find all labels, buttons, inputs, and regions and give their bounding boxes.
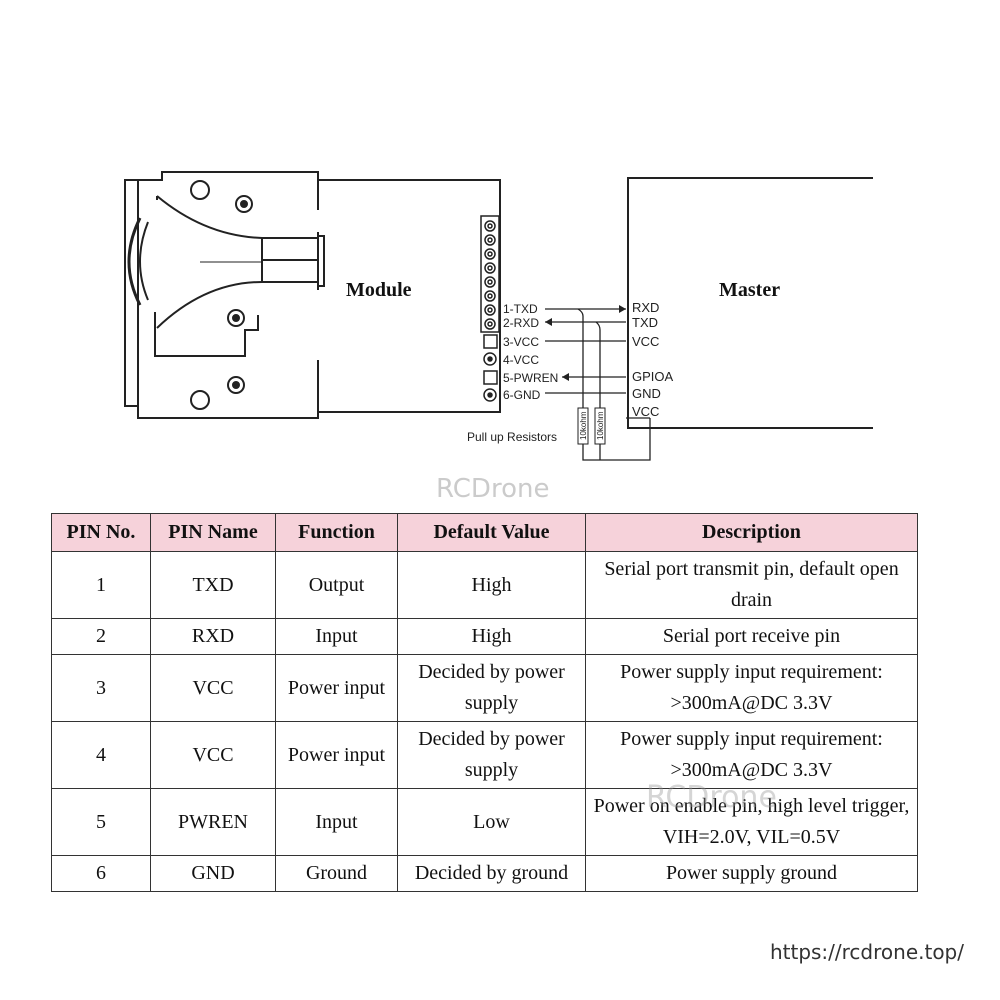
cell-pin-name: VCC <box>150 654 276 722</box>
pin-table-head: PIN No. PIN Name Function Default Value … <box>51 513 918 552</box>
cell-description: Power supply ground <box>585 855 918 892</box>
cell-description: Power supply input requirement: >300mA@D… <box>585 654 918 722</box>
module-pin-3: 3-VCC <box>503 335 539 349</box>
master-pin-txd: TXD <box>632 315 658 330</box>
cell-function: Input <box>275 618 398 655</box>
cell-default-value: Decided by power supply <box>397 721 586 789</box>
cell-pin-no: 5 <box>51 788 151 856</box>
module-pin-6: 6-GND <box>503 388 541 402</box>
pin-pads <box>483 334 498 402</box>
mounting-holes <box>190 180 253 410</box>
header-function: Function <box>275 513 398 552</box>
cell-pin-no: 4 <box>51 721 151 789</box>
footer-url[interactable]: https://rcdrone.top/ <box>769 940 964 964</box>
cell-function: Output <box>275 551 398 619</box>
master-box <box>627 177 873 429</box>
module-label: Module <box>346 279 412 301</box>
master-pin-rxd: RXD <box>632 300 659 315</box>
table-header-row: PIN No. PIN Name Function Default Value … <box>51 513 918 552</box>
master-pin-vcc-2: VCC <box>632 404 659 419</box>
master-pin-labels: RXD TXD VCC GPIOA GND VCC <box>632 300 674 419</box>
cell-default-value: Decided by power supply <box>397 654 586 722</box>
module-pin-5: 5-PWREN <box>503 371 558 385</box>
cell-pin-no: 6 <box>51 855 151 892</box>
master-pin-gpioa: GPIOA <box>632 369 674 384</box>
module-housing <box>124 171 501 419</box>
module-pin-labels: 1-TXD 2-RXD 3-VCC 4-VCC 5-PWREN 6-GND <box>503 302 558 402</box>
table-row: 3 VCC Power input Decided by power suppl… <box>51 654 918 722</box>
pin-table-body: 1 TXD Output High Serial port transmit p… <box>51 551 918 892</box>
header-default-value: Default Value <box>397 513 586 552</box>
cell-pin-name: PWREN <box>150 788 276 856</box>
header-pin-no: PIN No. <box>51 513 151 552</box>
header-description: Description <box>585 513 918 552</box>
cell-pin-no: 1 <box>51 551 151 619</box>
cell-pin-name: VCC <box>150 721 276 789</box>
cell-default-value: Low <box>397 788 586 856</box>
cell-default-value: Decided by ground <box>397 855 586 892</box>
cell-pin-no: 3 <box>51 654 151 722</box>
table-row: 2 RXD Input High Serial port receive pin <box>51 618 918 655</box>
cell-pin-name: GND <box>150 855 276 892</box>
table-row: 6 GND Ground Decided by ground Power sup… <box>51 855 918 892</box>
header-pin-name: PIN Name <box>150 513 276 552</box>
cell-function: Ground <box>275 855 398 892</box>
cell-function: Power input <box>275 721 398 789</box>
cell-description: Power on enable pin, high level trigger,… <box>585 788 918 856</box>
wiring-diagram: Module 1-TXD 2-RXD 3-VCC 4-VCC 5-PWREN 6… <box>124 171 873 461</box>
module-pin-1: 1-TXD <box>503 302 538 316</box>
cell-function: Input <box>275 788 398 856</box>
cell-default-value: High <box>397 551 586 619</box>
module-pin-2: 2-RXD <box>503 316 539 330</box>
resistor-label-1: 10kohm <box>579 411 588 440</box>
cell-description: Serial port receive pin <box>585 618 918 655</box>
cell-pin-name: RXD <box>150 618 276 655</box>
pullup-resistors-label: Pull up Resistors <box>467 430 557 444</box>
master-pin-gnd: GND <box>632 386 661 401</box>
cell-function: Power input <box>275 654 398 722</box>
cell-description: Serial port transmit pin, default open d… <box>585 551 918 619</box>
pin-table: PIN No. PIN Name Function Default Value … <box>51 513 918 892</box>
table-row: 4 VCC Power input Decided by power suppl… <box>51 721 918 789</box>
resistor-symbols <box>577 407 606 445</box>
resistor-label-2: 10kohm <box>596 411 605 440</box>
cell-pin-name: TXD <box>150 551 276 619</box>
cell-pin-no: 2 <box>51 618 151 655</box>
master-pin-vcc: VCC <box>632 334 659 349</box>
cell-description: Power supply input requirement: >300mA@D… <box>585 721 918 789</box>
table-row: 5 PWREN Input Low Power on enable pin, h… <box>51 788 918 856</box>
master-label: Master <box>719 279 780 301</box>
header-connector <box>480 215 500 333</box>
cell-default-value: High <box>397 618 586 655</box>
module-pin-4: 4-VCC <box>503 353 539 367</box>
table-row: 1 TXD Output High Serial port transmit p… <box>51 551 918 619</box>
